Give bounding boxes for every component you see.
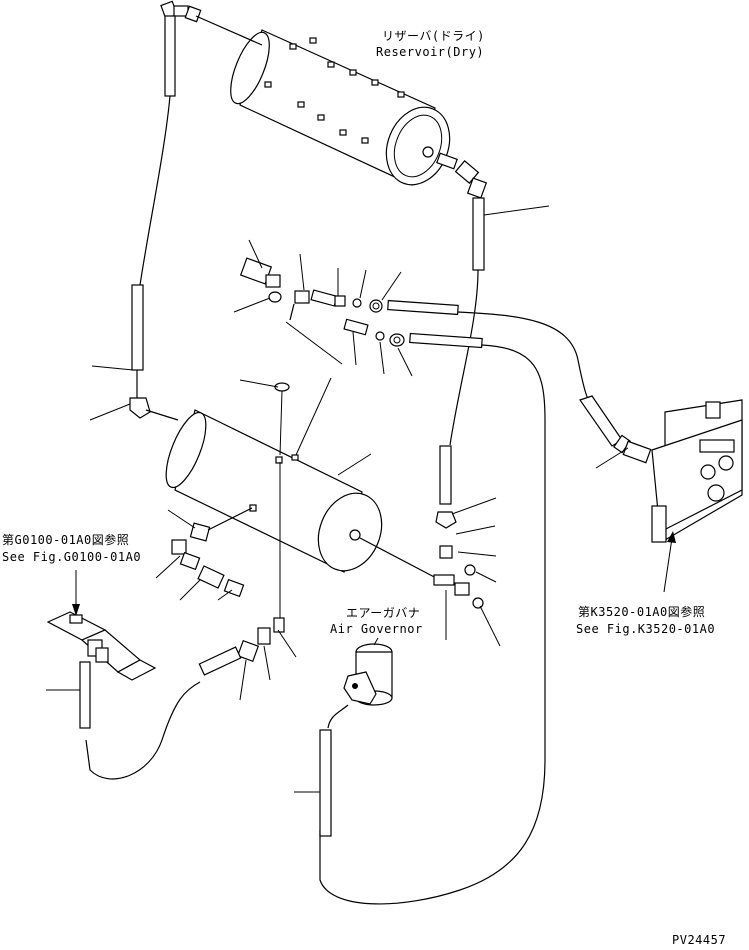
tube-upper (387, 299, 591, 403)
lower-hose-left (85, 462, 285, 780)
reservoir-dry-label-jp: リザーバ(ドライ) (382, 29, 485, 43)
reservoir-dry-ports (264, 37, 405, 144)
air-governor-label-en: Air Governor (330, 622, 423, 636)
left-bracket (46, 611, 157, 729)
valve-panel (651, 399, 743, 543)
air-governor-leader (373, 637, 379, 646)
right-fitting-cluster (433, 445, 484, 609)
ref-left-label-en: See Fig.G0100-01A0 (2, 550, 141, 564)
tube-lower (319, 332, 546, 905)
left-elbow-fitting (129, 397, 179, 421)
middle-fitting-cluster (239, 257, 405, 347)
air-governor-label-jp: エアーガバナ (346, 606, 420, 620)
air-governor (319, 643, 393, 837)
reservoir-outlet-elbow (436, 152, 488, 199)
drain-plug-top (274, 382, 290, 456)
reservoir-dry-label-en: Reservoir(Dry) (376, 45, 484, 59)
left-hose-mid (131, 284, 144, 398)
ref-right-label-jp: 第K3520-01A0図参照 (578, 604, 705, 619)
ref-left-label-jp: 第G0100-01A0図参照 (2, 532, 129, 547)
drawing-number: PV24457 (672, 933, 726, 947)
leader-lines (46, 205, 629, 793)
left-vertical-hose-upper (139, 15, 176, 286)
ref-right-label-en: See Fig.K3520-01A0 (576, 622, 715, 636)
reservoir-lower-tank (165, 409, 441, 581)
ref-arrow-right (663, 531, 676, 593)
right-vertical-hose (449, 197, 485, 446)
reservoir-dry-tank (230, 29, 451, 186)
hose-to-valve-panel (579, 395, 652, 464)
top-elbow-fitting (160, 0, 263, 46)
ref-arrow-left (72, 570, 80, 616)
